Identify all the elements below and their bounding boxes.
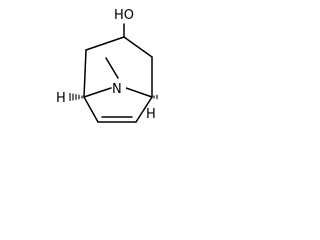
hashed-wedge-right xyxy=(153,94,158,100)
bond-c1-c6 xyxy=(83,96,99,123)
nitrogen-label: N xyxy=(112,82,122,97)
nitrogen-label-background xyxy=(112,80,126,95)
bond-c2-c1 xyxy=(83,49,87,98)
bond-lines xyxy=(83,23,153,123)
bond-c5-c7 xyxy=(135,96,153,123)
bond-c3-c2 xyxy=(85,36,125,51)
hashed-wedge-left xyxy=(69,93,83,101)
bond-c5-n xyxy=(125,87,153,98)
bond-n-methyl xyxy=(105,57,119,79)
bond-c3-c4 xyxy=(123,36,153,58)
hydroxyl-label: HO xyxy=(114,8,134,23)
bond-c1-n xyxy=(83,87,112,98)
hydrogen-left-label: H xyxy=(56,91,66,106)
tropane-structure-diagram: N HO H H xyxy=(56,8,158,123)
hydrogen-right-label: H xyxy=(146,107,156,122)
atom-labels: N HO H H xyxy=(56,8,156,122)
